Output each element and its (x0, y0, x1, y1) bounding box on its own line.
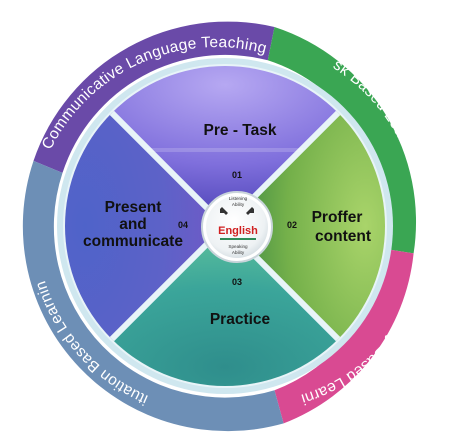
quadrant-left-label-line3: communicate (83, 233, 183, 250)
svg-text:Speaking: Speaking (228, 244, 248, 249)
quadrant-left[interactable] (60, 60, 225, 392)
quadrant-left-label-line2: and (119, 216, 147, 233)
quadrant-right-label-line2: content (315, 228, 371, 245)
quadrant-right-number: 02 (287, 220, 297, 230)
ring-segment-task (267, 27, 417, 254)
english-logo: Listening Ability English Speaking Abili… (201, 191, 273, 263)
ring-segment-situation (22, 160, 284, 432)
quadrant-left-number: 04 (178, 220, 188, 230)
svg-text:English: English (218, 225, 258, 237)
outer-ring (22, 21, 417, 432)
svg-text:Ability: Ability (232, 250, 245, 255)
quadrant-bottom[interactable] (60, 226, 390, 392)
svg-text:Ability: Ability (232, 202, 245, 207)
quadrant-top[interactable] (60, 60, 390, 226)
quadrant-step-shapes (147, 148, 303, 152)
quadrant-right[interactable] (225, 60, 390, 392)
quadrant-top-label: Pre - Task (204, 122, 277, 139)
quadrant-bottom-label: Practice (210, 311, 271, 328)
quadrant-top-number: 01 (232, 170, 242, 180)
svg-text:Listening: Listening (229, 196, 248, 201)
quadrant-left-label-line1: Present (105, 199, 162, 216)
ring-segment-communicative (33, 21, 275, 173)
quadrant-right-label-line1: Proffer (312, 209, 363, 226)
speaker-icon (220, 207, 254, 215)
quadrant-bottom-number: 03 (232, 277, 242, 287)
